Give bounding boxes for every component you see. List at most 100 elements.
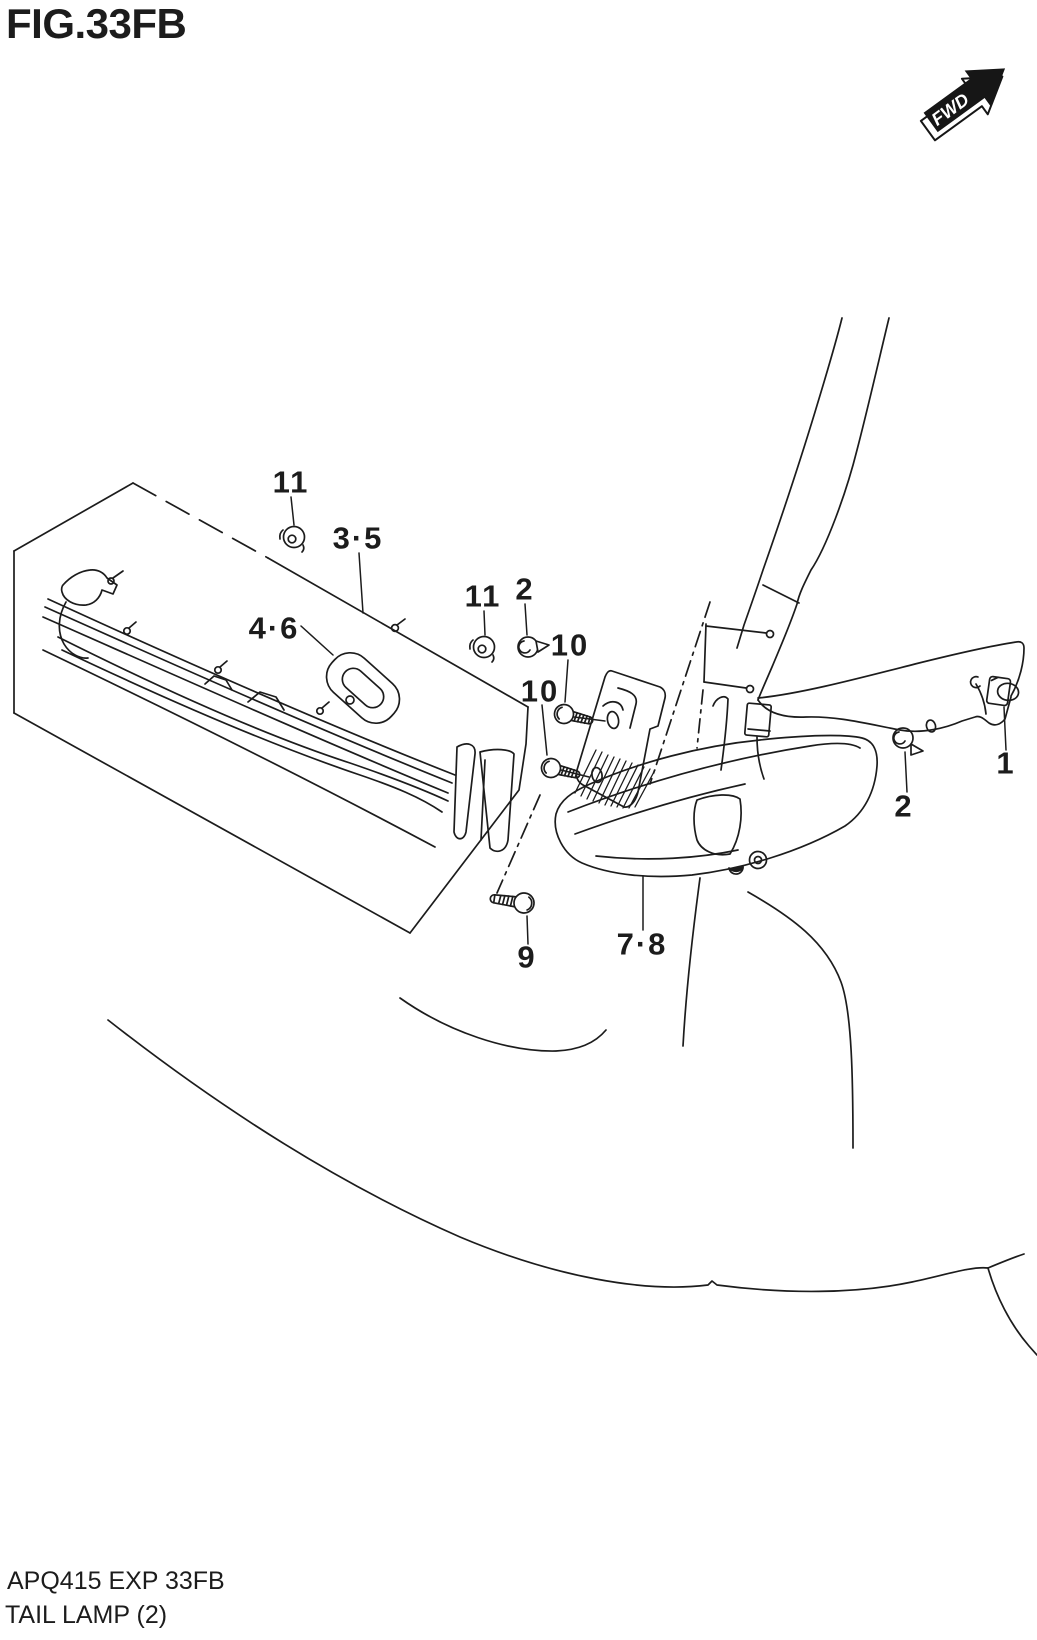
leader-bolt-to-hole-upper [573, 716, 606, 722]
lamp-left-bracket [60, 569, 118, 606]
pillar-crease [762, 584, 800, 604]
lamp-end-fin [453, 743, 476, 840]
datum-leader-vertical [703, 623, 707, 683]
callout-label-10: 10 [520, 673, 560, 709]
callout-label-4-6: 4·6 [248, 610, 300, 646]
body-contour-a [682, 877, 701, 1047]
leader-bolt-to-hole-lower [560, 769, 590, 778]
body-contour-branch [987, 1267, 1037, 1356]
figure-name: TAIL LAMP (2) [5, 1601, 168, 1629]
datum-leader-arm [703, 681, 747, 689]
datum-lines [496, 601, 775, 894]
leader-4-6 [300, 625, 334, 656]
bolt9-axis-dashed [496, 794, 541, 894]
bulb-socket-pin [753, 855, 763, 865]
leader-11-left [290, 496, 295, 526]
clip-icon [985, 675, 1020, 707]
lamp-end-fin [479, 748, 515, 853]
callout-label-2: 2 [515, 571, 535, 607]
lamp-bar-bottom [42, 649, 436, 848]
callout-label-1: 1 [996, 745, 1016, 781]
gasket-ring [325, 651, 401, 725]
screw-icon [517, 636, 550, 658]
fwd-arrow-icon: FWD [919, 68, 1006, 142]
lamp-inner-line [595, 849, 739, 860]
bulb-socket [748, 850, 768, 870]
callout-label-2: 2 [894, 788, 914, 824]
bolt-icon [489, 892, 535, 914]
callout-label-7-8: 7·8 [616, 926, 668, 962]
leader-3-5 [358, 552, 364, 614]
box-edge-bottom [13, 712, 411, 934]
leader-lines [290, 496, 1007, 945]
panel-top-edge [757, 640, 1025, 699]
lamp-inner-line [574, 783, 746, 835]
assembly-box [13, 482, 529, 934]
callout-label-3-5: 3·5 [332, 520, 384, 556]
bracket-hole-upper [606, 710, 620, 730]
gasket-outer [325, 651, 401, 725]
bulb-socket-fill [729, 866, 744, 873]
body-contour-scoop [399, 997, 607, 1052]
box-edge-left-top [13, 482, 134, 552]
body-contour-b [747, 891, 854, 1149]
center-axis-dashed [649, 601, 711, 785]
leader-2-left [524, 603, 528, 636]
locating-pin [765, 629, 775, 639]
locating-pin [745, 684, 755, 694]
lamp-bar-line [42, 616, 449, 794]
lamp-bar-line [57, 636, 449, 802]
mounting-bracket [574, 669, 667, 809]
tail-lamp-right [554, 734, 878, 878]
leader-1 [1003, 706, 1007, 751]
lamp-inner-line [567, 742, 861, 813]
callout-label-10: 10 [550, 627, 590, 663]
lamp-bar-step [204, 675, 233, 691]
tail-lamp-left [42, 569, 515, 853]
leader-9 [526, 915, 529, 945]
datum-leader-arm [705, 625, 767, 634]
lamp-bar-line [61, 649, 443, 813]
bulb-socket [728, 865, 744, 875]
panel-oval-hole [925, 719, 937, 733]
box-edge-top-dashed [132, 482, 269, 559]
lamp-bar-line [47, 598, 456, 776]
lamp-end-fin-line [480, 759, 486, 841]
body-contour-main [107, 1019, 1025, 1293]
lamp-bar-step [247, 691, 285, 711]
page-title: FIG.33FB [6, 0, 187, 47]
grommet-icon [278, 525, 306, 553]
connector-wire [756, 736, 765, 780]
pillar-left-line [736, 317, 843, 649]
callout-label-11: 11 [464, 578, 502, 614]
center-axis-dashed [696, 689, 704, 749]
lamp-left-bracket-line [58, 601, 89, 659]
lamp-lens [693, 794, 742, 856]
bracket-hole-lower [591, 766, 603, 784]
pillar-right-line [757, 317, 890, 701]
leader-11-right [483, 610, 486, 636]
bracket-inner-line [617, 687, 638, 729]
lamp-studs [122, 618, 406, 716]
wire-connector [712, 696, 773, 780]
hidden-section-hatch [574, 749, 656, 809]
leader-2-right [904, 751, 908, 793]
screw-icon [892, 727, 924, 756]
panel-c-hole [969, 675, 981, 689]
connector-line [747, 728, 771, 732]
leader-10-lower [541, 704, 548, 756]
box-edge-top [267, 557, 529, 708]
body-panel [107, 317, 1037, 1356]
wire-guide-curve [712, 696, 729, 771]
box-edge-right [409, 706, 529, 934]
bracket-pin [107, 577, 115, 585]
figure-code: APQ415 EXP 33FB [7, 1567, 225, 1595]
panel-crease [975, 683, 987, 715]
bracket-flange-curl [602, 700, 624, 711]
callout-label-9: 9 [517, 939, 537, 975]
bracket-pin-tail [112, 570, 124, 579]
lamp-bar-line [44, 606, 453, 784]
gasket-inner [341, 667, 385, 709]
